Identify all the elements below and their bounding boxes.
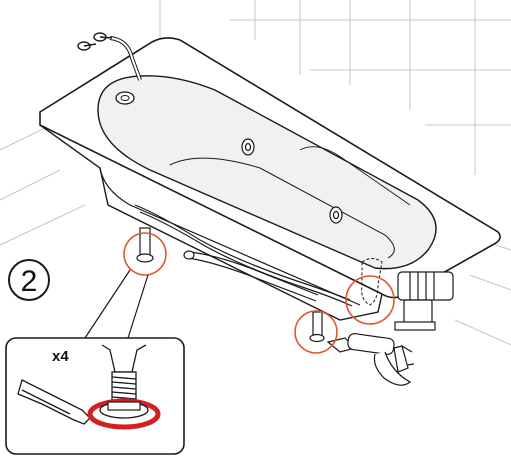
hoses (134, 204, 353, 307)
caulk-gun-icon (326, 333, 415, 386)
wall-tiles (0, 0, 511, 346)
basin-floor (169, 157, 395, 259)
adjustable-foot-icon (136, 227, 325, 343)
bathtub-apron (39, 124, 383, 321)
pump-icon (394, 271, 454, 331)
drain-highlight-circle (345, 275, 395, 325)
detail-panel: x4 (5, 337, 185, 455)
step-number: 2 (21, 265, 38, 298)
step-badge (8, 259, 50, 301)
overflow-icon (115, 91, 135, 105)
drain-assembly (361, 258, 383, 306)
faucet-icon (77, 32, 142, 81)
callout-connector (84, 269, 149, 339)
quantity-label: x4 (52, 348, 69, 365)
sealant-highlight-circle (294, 310, 338, 354)
sealant-tube-icon (17, 379, 91, 425)
foot-highlight-circle (123, 232, 167, 276)
jet-icon (241, 138, 343, 224)
